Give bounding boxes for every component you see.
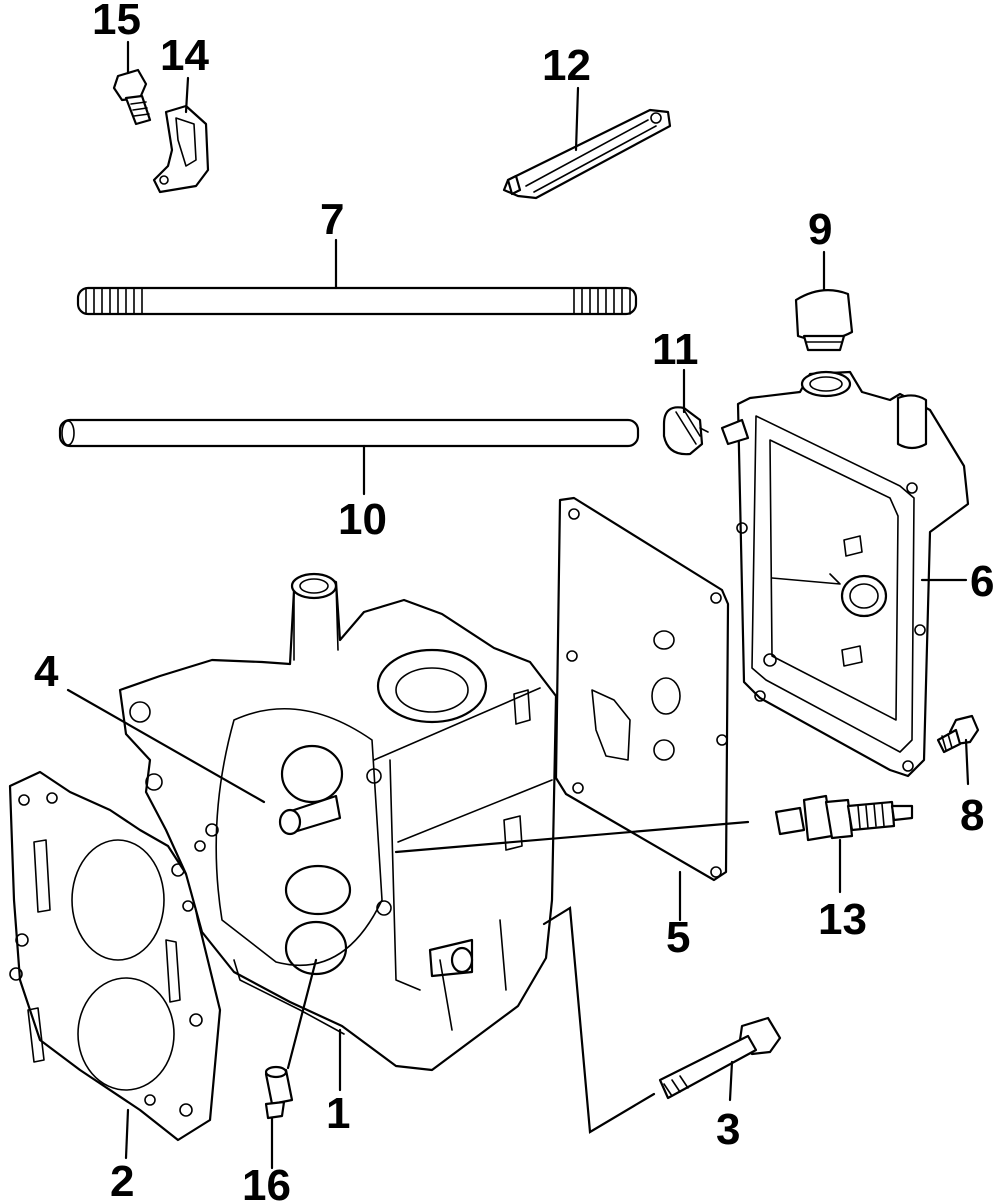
callout-16: 16 [242, 1161, 291, 1203]
callout-5: 5 [666, 913, 690, 962]
callout-15: 15 [92, 0, 141, 44]
leader-13-to-head [394, 820, 750, 854]
part-13-spark-plug [774, 794, 914, 842]
callout-10: 10 [338, 495, 387, 544]
part-15-bolt [112, 68, 152, 126]
part-2-head-gasket [8, 770, 222, 1142]
part-5-gasket [554, 496, 730, 882]
part-12-strap [502, 108, 672, 200]
leader-2 [124, 1108, 130, 1160]
leader-12 [574, 86, 580, 152]
callout-6: 6 [970, 557, 994, 606]
callout-1: 1 [326, 1089, 350, 1138]
part-9-cap [794, 289, 854, 352]
part-3-long-bolt [658, 1016, 782, 1100]
leader-8 [964, 738, 970, 786]
callout-4: 4 [34, 647, 59, 696]
part-10-tube [58, 418, 640, 448]
callout-12: 12 [542, 41, 591, 90]
part-11-clamp [662, 406, 709, 456]
leader-14 [184, 76, 190, 114]
callout-3: 3 [716, 1105, 740, 1154]
callout-11: 11 [652, 325, 699, 374]
part-6-cover [720, 370, 970, 778]
callout-13: 13 [818, 895, 867, 944]
leader-16 [270, 958, 318, 1170]
part-14-bracket [152, 104, 210, 194]
leader-lines [66, 40, 970, 1170]
callout-labels: 15 14 12 7 9 11 10 6 4 8 13 5 1 3 2 16 [34, 0, 994, 1203]
callout-14: 14 [160, 31, 209, 80]
part-1-cylinder-head [118, 572, 558, 1072]
callout-2: 2 [110, 1157, 134, 1203]
leader-3 [542, 906, 734, 1134]
part-8-bolt [936, 714, 980, 754]
part-7-threaded-rod [76, 286, 638, 316]
callout-8: 8 [960, 791, 984, 840]
part-16-stud [264, 1065, 294, 1120]
callout-9: 9 [808, 205, 832, 254]
leader-4 [66, 688, 266, 804]
callout-7: 7 [320, 195, 344, 244]
